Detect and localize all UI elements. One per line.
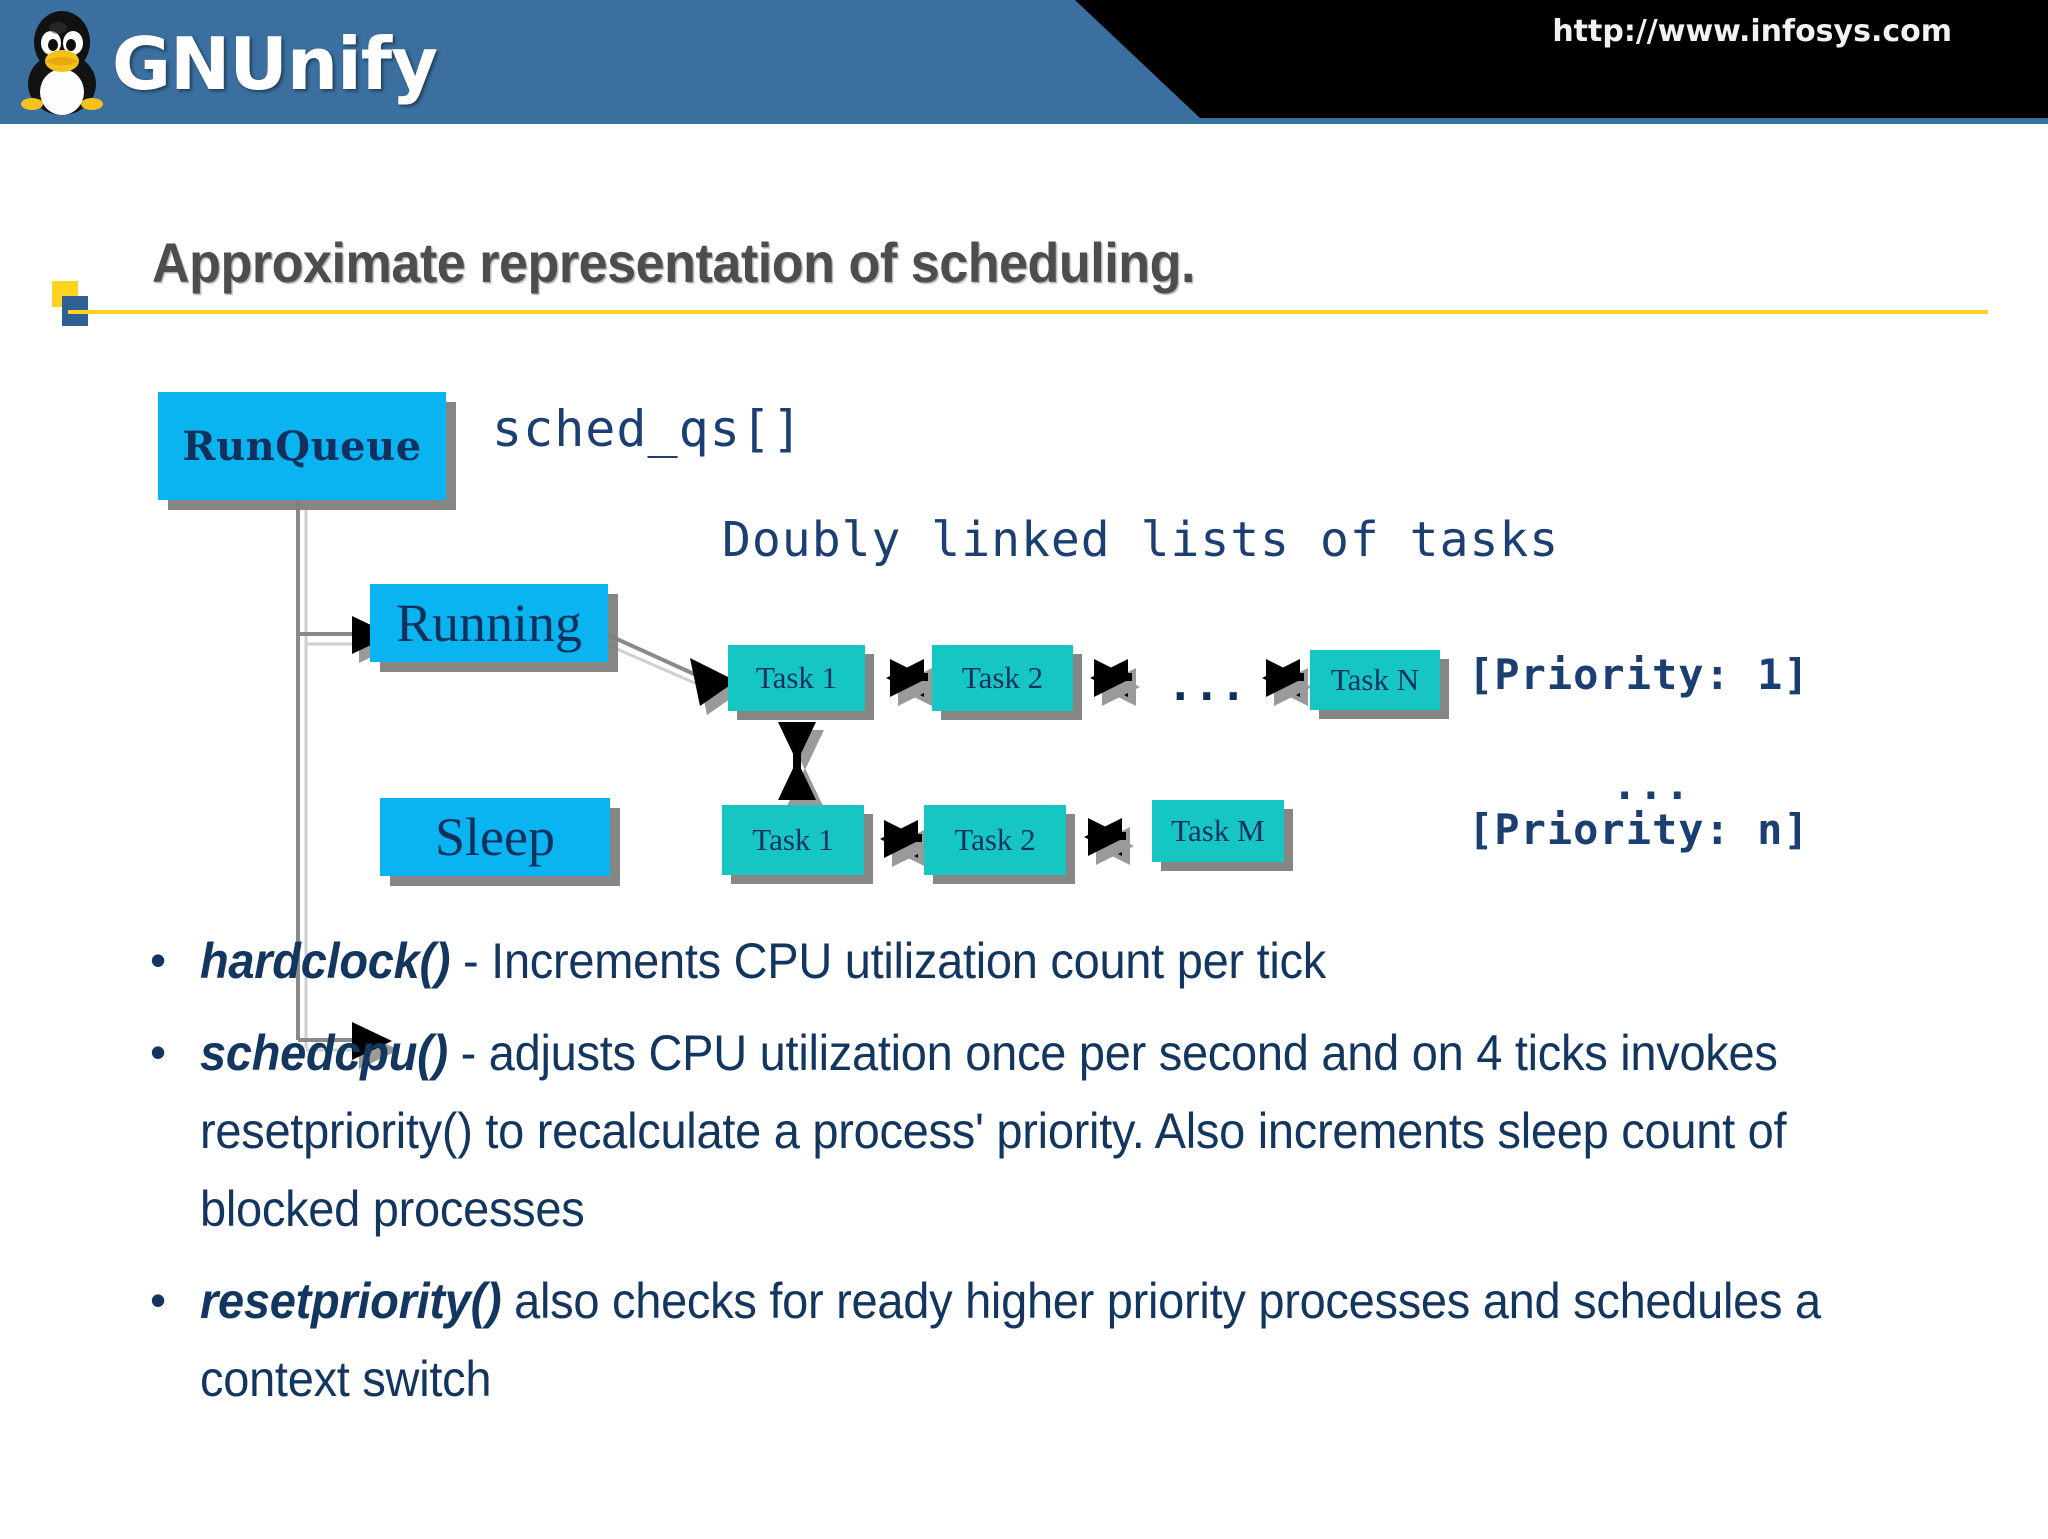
brand-title: GNUnify [112, 22, 438, 106]
row1-arrow-1-2 [886, 659, 936, 706]
state-box-sleep[interactable]: Sleep [380, 798, 610, 876]
task-box-row2-2[interactable]: Task 2 [924, 805, 1066, 875]
vertical-double-arrow [778, 722, 824, 808]
bullet-marker: • [150, 1274, 167, 1326]
header-url[interactable]: http://www.infosys.com [1552, 14, 1952, 49]
function-name: hardclock() [200, 933, 451, 989]
priority-gap-dots: ... [1612, 760, 1691, 809]
list-item: • resetpriority() also checks for ready … [140, 1262, 1940, 1418]
row2-arrow-2-m [1084, 818, 1134, 865]
tux-penguin-icon [21, 11, 103, 115]
function-name: resetpriority() [200, 1273, 502, 1329]
task-box-row2-1[interactable]: Task 1 [722, 805, 864, 875]
task-box-row1-2[interactable]: Task 2 [932, 645, 1073, 711]
sched-qs-label: sched_qs[] [492, 400, 804, 458]
bullet-marker: • [150, 934, 167, 986]
task-box-row1-1[interactable]: Task 1 [728, 645, 865, 711]
row2-arrow-1-2 [880, 820, 930, 867]
bullet-text: resetpriority() also checks for ready hi… [200, 1262, 1836, 1418]
bullet-text: hardclock() - Increments CPU utilization… [200, 922, 1836, 1000]
list-item: • hardclock() - Increments CPU utilizati… [140, 922, 1940, 1000]
row1-arrow-2-ellipsis [1090, 659, 1140, 706]
task-box-row2-m[interactable]: Task M [1152, 800, 1284, 862]
priority-label-n: [Priority: n] [1468, 805, 1810, 854]
list-item: • schedcpu() - adjusts CPU utilization o… [140, 1014, 1940, 1248]
bullet-body: - adjusts CPU utilization once per secon… [200, 1025, 1787, 1237]
row1-arrow-ellipsis-n [1262, 659, 1312, 706]
priority-label-1: [Priority: 1] [1468, 650, 1810, 699]
function-name: schedcpu() [200, 1025, 448, 1081]
row1-ellipsis: ... [1167, 660, 1247, 711]
runqueue-box[interactable]: RunQueue [158, 392, 446, 500]
title-divider-rule [68, 310, 1988, 314]
bullet-list: • hardclock() - Increments CPU utilizati… [140, 922, 1940, 1432]
doubly-linked-lists-label: Doubly linked lists of tasks [722, 512, 1560, 568]
bullet-text: schedcpu() - adjusts CPU utilization onc… [200, 1014, 1836, 1248]
running-to-task-line [605, 632, 743, 715]
task-box-row1-n[interactable]: Task N [1310, 650, 1440, 710]
bullet-body: - Increments CPU utilization count per t… [450, 933, 1326, 989]
page-title: Approximate representation of scheduling… [152, 231, 1195, 294]
bullet-body: also checks for ready higher priority pr… [200, 1273, 1821, 1407]
bullet-marker: • [150, 1026, 167, 1078]
state-box-running[interactable]: Running [370, 584, 608, 662]
